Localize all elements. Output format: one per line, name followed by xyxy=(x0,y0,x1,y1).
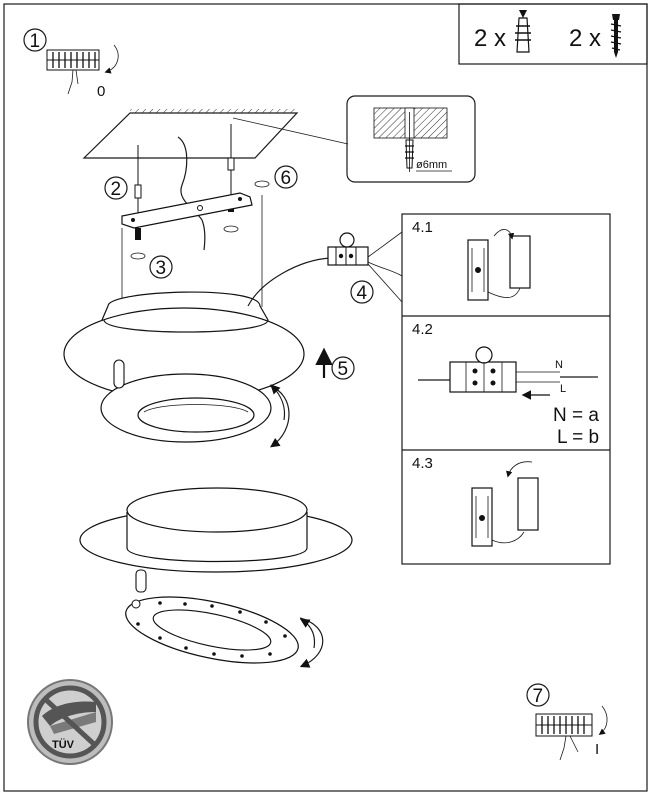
turn-on-arrow xyxy=(598,705,608,735)
wall-plug-icon xyxy=(515,10,531,53)
wiring-panel: 4.1 4.2 N L N = a L = b 4.3 xyxy=(401,213,611,565)
turn-off-arrow xyxy=(104,44,119,74)
panel-4-2-label: 4.2 xyxy=(412,321,433,338)
step-1: 1 0 xyxy=(23,28,119,100)
panel-4-1-illustration xyxy=(467,229,531,301)
step-4-circle xyxy=(350,280,374,304)
step-5-number: 5 xyxy=(338,359,349,380)
parts-box: 2 x 2 x xyxy=(458,3,648,65)
rotate-mark-3 xyxy=(130,252,146,260)
rotate-mark-2 xyxy=(223,225,239,233)
mounting-bracket xyxy=(121,192,253,229)
panel-4-2-illustration xyxy=(418,346,598,400)
page-border xyxy=(3,3,648,792)
terminal-connector xyxy=(327,231,403,303)
switch-on-label: I xyxy=(595,741,599,758)
drill-diameter-label: ø6mm xyxy=(416,159,447,171)
step-6-circle xyxy=(274,165,298,189)
ceiling-plane xyxy=(82,109,349,159)
lamp-body-upper xyxy=(63,291,305,443)
drill-callout: ø6mm xyxy=(346,95,476,183)
lamp-wire xyxy=(247,257,331,307)
dowel-count: 2 x xyxy=(474,25,506,52)
rotate-arrow-upper-2 xyxy=(270,384,286,421)
wire-n-label: N xyxy=(555,359,563,371)
screw-count: 2 x xyxy=(569,25,601,52)
lamp-lock-knob xyxy=(113,359,125,389)
step-3-number: 3 xyxy=(156,258,167,279)
step-2-circle xyxy=(104,176,128,200)
legend-l: L = b xyxy=(557,427,599,448)
wood-screw-icon xyxy=(610,14,622,58)
terminal-block-icon-2 xyxy=(535,713,593,761)
switch-off-label: 0 xyxy=(97,83,105,100)
legend-n: N = a xyxy=(553,405,599,426)
wire-l-label: L xyxy=(560,383,566,395)
step-2-number: 2 xyxy=(111,179,122,200)
terminal-block-icon xyxy=(46,49,100,95)
step-6-number: 6 xyxy=(281,168,292,189)
step-7: 7 I xyxy=(526,683,608,761)
step-5-circle xyxy=(331,356,355,380)
step-1-number: 1 xyxy=(30,31,41,52)
lamp-body-lower xyxy=(79,487,353,593)
warning-badge-text: TÜV xyxy=(52,738,75,751)
rotate-arrow-lower-2 xyxy=(299,618,316,649)
panel-4-3-illustration xyxy=(471,461,539,547)
panel-4-1-label: 4.1 xyxy=(412,219,433,236)
step-3-circle xyxy=(149,255,173,279)
step-4-number: 4 xyxy=(357,283,368,304)
callout-leader xyxy=(232,117,349,145)
warning-badge: TÜV xyxy=(27,679,113,765)
ceiling-cable xyxy=(177,136,206,251)
step-7-number: 7 xyxy=(533,686,544,707)
rotate-mark-6 xyxy=(254,180,270,188)
rotate-arrow-lower xyxy=(299,617,324,668)
panel-4-3-label: 4.3 xyxy=(412,455,433,472)
cover-ring xyxy=(125,596,299,664)
